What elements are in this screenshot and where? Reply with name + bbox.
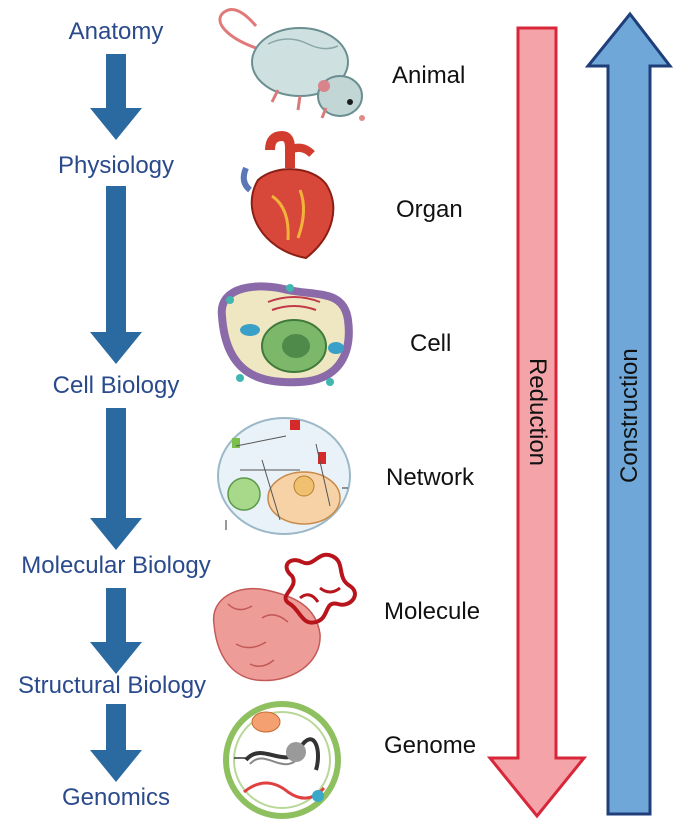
- down-arrow-structural-genomics: [90, 704, 142, 782]
- level-label-organ: Organ: [396, 196, 463, 223]
- level-label-cell: Cell: [410, 330, 452, 357]
- rat-icon: [218, 8, 365, 121]
- construction-arrow-shape: [584, 11, 674, 816]
- field-label-anatomy: Anatomy: [68, 18, 164, 45]
- heart-icon: [240, 130, 335, 260]
- network-icon: [217, 417, 351, 535]
- construction-label: Construction: [616, 348, 643, 483]
- down-arrow-molecular-structural: [90, 588, 142, 674]
- down-arrow-anatomy-physiology: [90, 54, 142, 140]
- level-label-animal: Animal: [392, 62, 466, 89]
- down-arrow-physiology-cell: [90, 186, 142, 364]
- reduction-label: Reduction: [524, 357, 551, 467]
- down-arrows: [90, 54, 142, 782]
- down-arrow-cell-molecular: [90, 408, 142, 550]
- level-label-molecule: Molecule: [384, 598, 481, 625]
- field-label-molecular-biology: Molecular Biology: [21, 552, 211, 579]
- protein-icon: [212, 552, 357, 682]
- level-label-genome: Genome: [384, 732, 477, 759]
- field-label-genomics: Genomics: [61, 784, 171, 811]
- level-label-network: Network: [386, 464, 475, 491]
- cell-icon: [217, 282, 353, 387]
- field-label-physiology: Physiology: [57, 152, 175, 179]
- genome-icon: [223, 701, 341, 819]
- field-label-cell-biology: Cell Biology: [52, 372, 180, 399]
- field-label-structural-biology: Structural Biology: [17, 672, 207, 699]
- reduction-arrow: [486, 26, 588, 819]
